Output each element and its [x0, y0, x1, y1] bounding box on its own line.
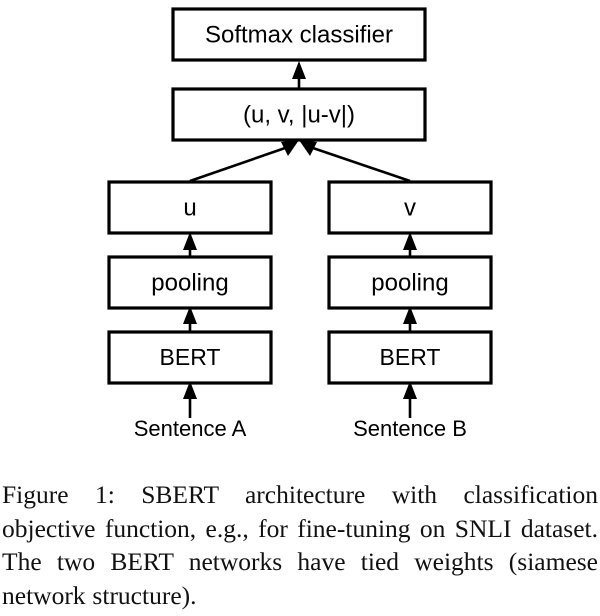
- arrow-pooling-to-u: [183, 232, 197, 259]
- figure-diagram: Softmax classifier (u, v, |u-v|) u v poo…: [107, 7, 493, 441]
- arrow-bert-to-pooling-right: [403, 306, 417, 333]
- node-pooling-right[interactable]: pooling: [327, 255, 493, 310]
- node-u-embedding[interactable]: u: [107, 180, 273, 235]
- arrow-bert-to-pooling-left: [183, 306, 197, 333]
- arrow-sentence-b-to-bert: [403, 381, 417, 418]
- node-v-embedding[interactable]: v: [327, 180, 493, 235]
- node-pooling-left-label: pooling: [151, 269, 228, 296]
- node-u-embedding-label: u: [183, 194, 196, 221]
- node-softmax-classifier[interactable]: Softmax classifier: [171, 7, 427, 62]
- arrow-u-to-concat: [189, 140, 299, 183]
- arrow-v-to-concat: [299, 140, 411, 183]
- node-pooling-left[interactable]: pooling: [107, 255, 273, 310]
- arrow-sentence-a-to-bert: [183, 381, 197, 418]
- node-bert-right[interactable]: BERT: [327, 330, 493, 385]
- node-bert-left[interactable]: BERT: [107, 330, 273, 385]
- node-softmax-classifier-label: Softmax classifier: [205, 21, 393, 48]
- node-concat-vector[interactable]: (u, v, |u-v|): [171, 87, 427, 142]
- input-sentence-b-label: Sentence B: [353, 416, 467, 441]
- input-sentence-a-label: Sentence A: [134, 416, 247, 441]
- node-v-embedding-label: v: [404, 194, 416, 221]
- sbert-architecture-svg: Softmax classifier (u, v, |u-v|) u v poo…: [107, 7, 493, 441]
- node-pooling-right-label: pooling: [371, 269, 448, 296]
- arrow-pooling-to-v: [403, 232, 417, 259]
- arrow-concat-to-softmax: [292, 61, 306, 88]
- node-bert-right-label: BERT: [380, 344, 441, 370]
- figure-caption: Figure 1: SBERT architecture with classi…: [2, 480, 598, 610]
- node-bert-left-label: BERT: [160, 344, 221, 370]
- node-concat-vector-label: (u, v, |u-v|): [243, 101, 355, 128]
